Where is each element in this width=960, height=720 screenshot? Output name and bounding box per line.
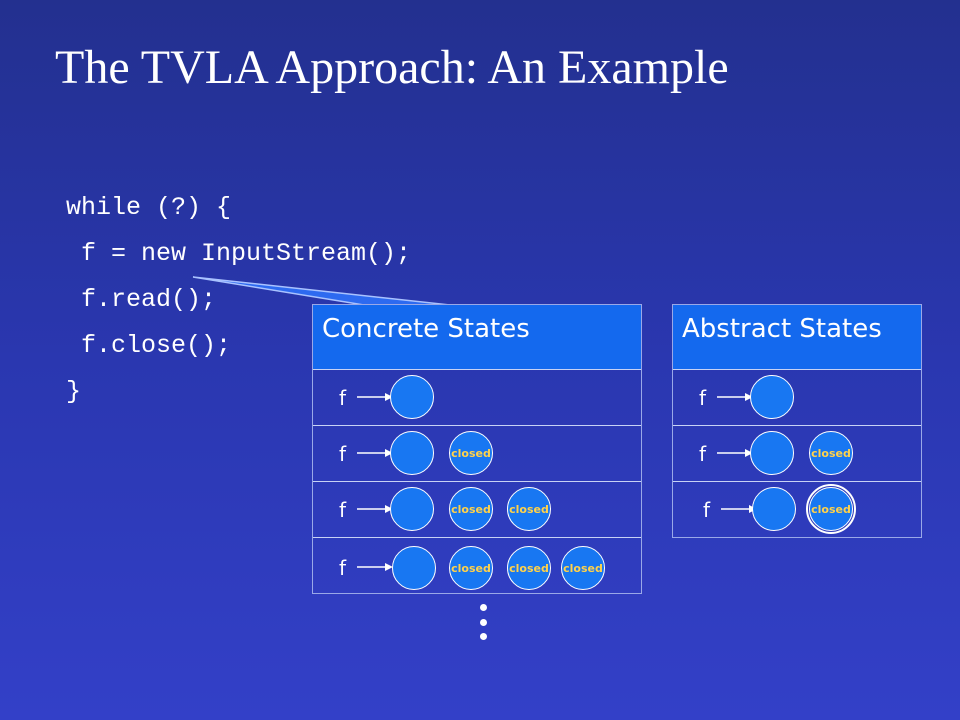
closed-label: closed <box>563 561 603 575</box>
arrow-icon <box>717 393 753 401</box>
closed-object-node: closed <box>507 487 551 531</box>
concrete-state-row: f closed closed closed <box>313 537 641 594</box>
abstract-states-panel: Abstract States f f closed f closed <box>672 304 922 538</box>
concrete-state-row: f <box>313 369 641 426</box>
abstract-state-row: f <box>673 369 921 426</box>
closed-object-node: closed <box>449 431 493 475</box>
arrow-icon <box>357 563 393 571</box>
code-line-end: } <box>66 377 82 406</box>
variable-label-f: f <box>703 498 711 522</box>
closed-object-node: closed <box>449 487 493 531</box>
closed-label: closed <box>509 502 549 516</box>
variable-label-f: f <box>699 386 707 410</box>
arrow-icon <box>717 449 753 457</box>
object-node <box>390 375 434 419</box>
slide-title: The TVLA Approach: An Example <box>55 41 729 94</box>
variable-label-f: f <box>339 442 347 466</box>
code-line-read: f.read(); <box>66 285 217 314</box>
object-node <box>390 431 434 475</box>
closed-object-node: closed <box>507 546 551 590</box>
variable-label-f: f <box>699 442 707 466</box>
closed-label: closed <box>811 446 851 460</box>
summary-closed-node: closed <box>809 487 853 531</box>
object-node <box>750 375 794 419</box>
arrow-icon <box>357 505 393 513</box>
concrete-states-header: Concrete States <box>313 305 641 370</box>
object-node <box>750 431 794 475</box>
concrete-state-row: f closed <box>313 425 641 482</box>
closed-object-node: closed <box>809 431 853 475</box>
object-node <box>392 546 436 590</box>
variable-label-f: f <box>339 386 347 410</box>
object-node <box>390 487 434 531</box>
closed-object-node: closed <box>449 546 493 590</box>
closed-object-node: closed <box>561 546 605 590</box>
summary-node-ring <box>806 484 856 534</box>
closed-label: closed <box>509 561 549 575</box>
variable-label-f: f <box>339 556 347 580</box>
code-line-new: f = new InputStream(); <box>66 239 412 268</box>
arrow-icon <box>357 449 393 457</box>
closed-label: closed <box>811 502 851 516</box>
object-node <box>752 487 796 531</box>
code-line-close: f.close(); <box>66 331 232 360</box>
closed-label: closed <box>451 502 491 516</box>
concrete-states-panel: Concrete States f f closed f closed <box>312 304 642 594</box>
abstract-states-header: Abstract States <box>673 305 921 370</box>
abstract-states-title: Abstract States <box>682 314 882 344</box>
arrow-icon <box>357 393 393 401</box>
closed-label: closed <box>451 561 491 575</box>
abstract-state-row: f closed <box>673 481 921 538</box>
variable-label-f: f <box>339 498 347 522</box>
concrete-states-title: Concrete States <box>322 314 530 344</box>
closed-label: closed <box>451 446 491 460</box>
code-line-while: while (?) { <box>66 193 232 222</box>
abstract-state-row: f closed <box>673 425 921 482</box>
concrete-state-row: f closed closed <box>313 481 641 538</box>
